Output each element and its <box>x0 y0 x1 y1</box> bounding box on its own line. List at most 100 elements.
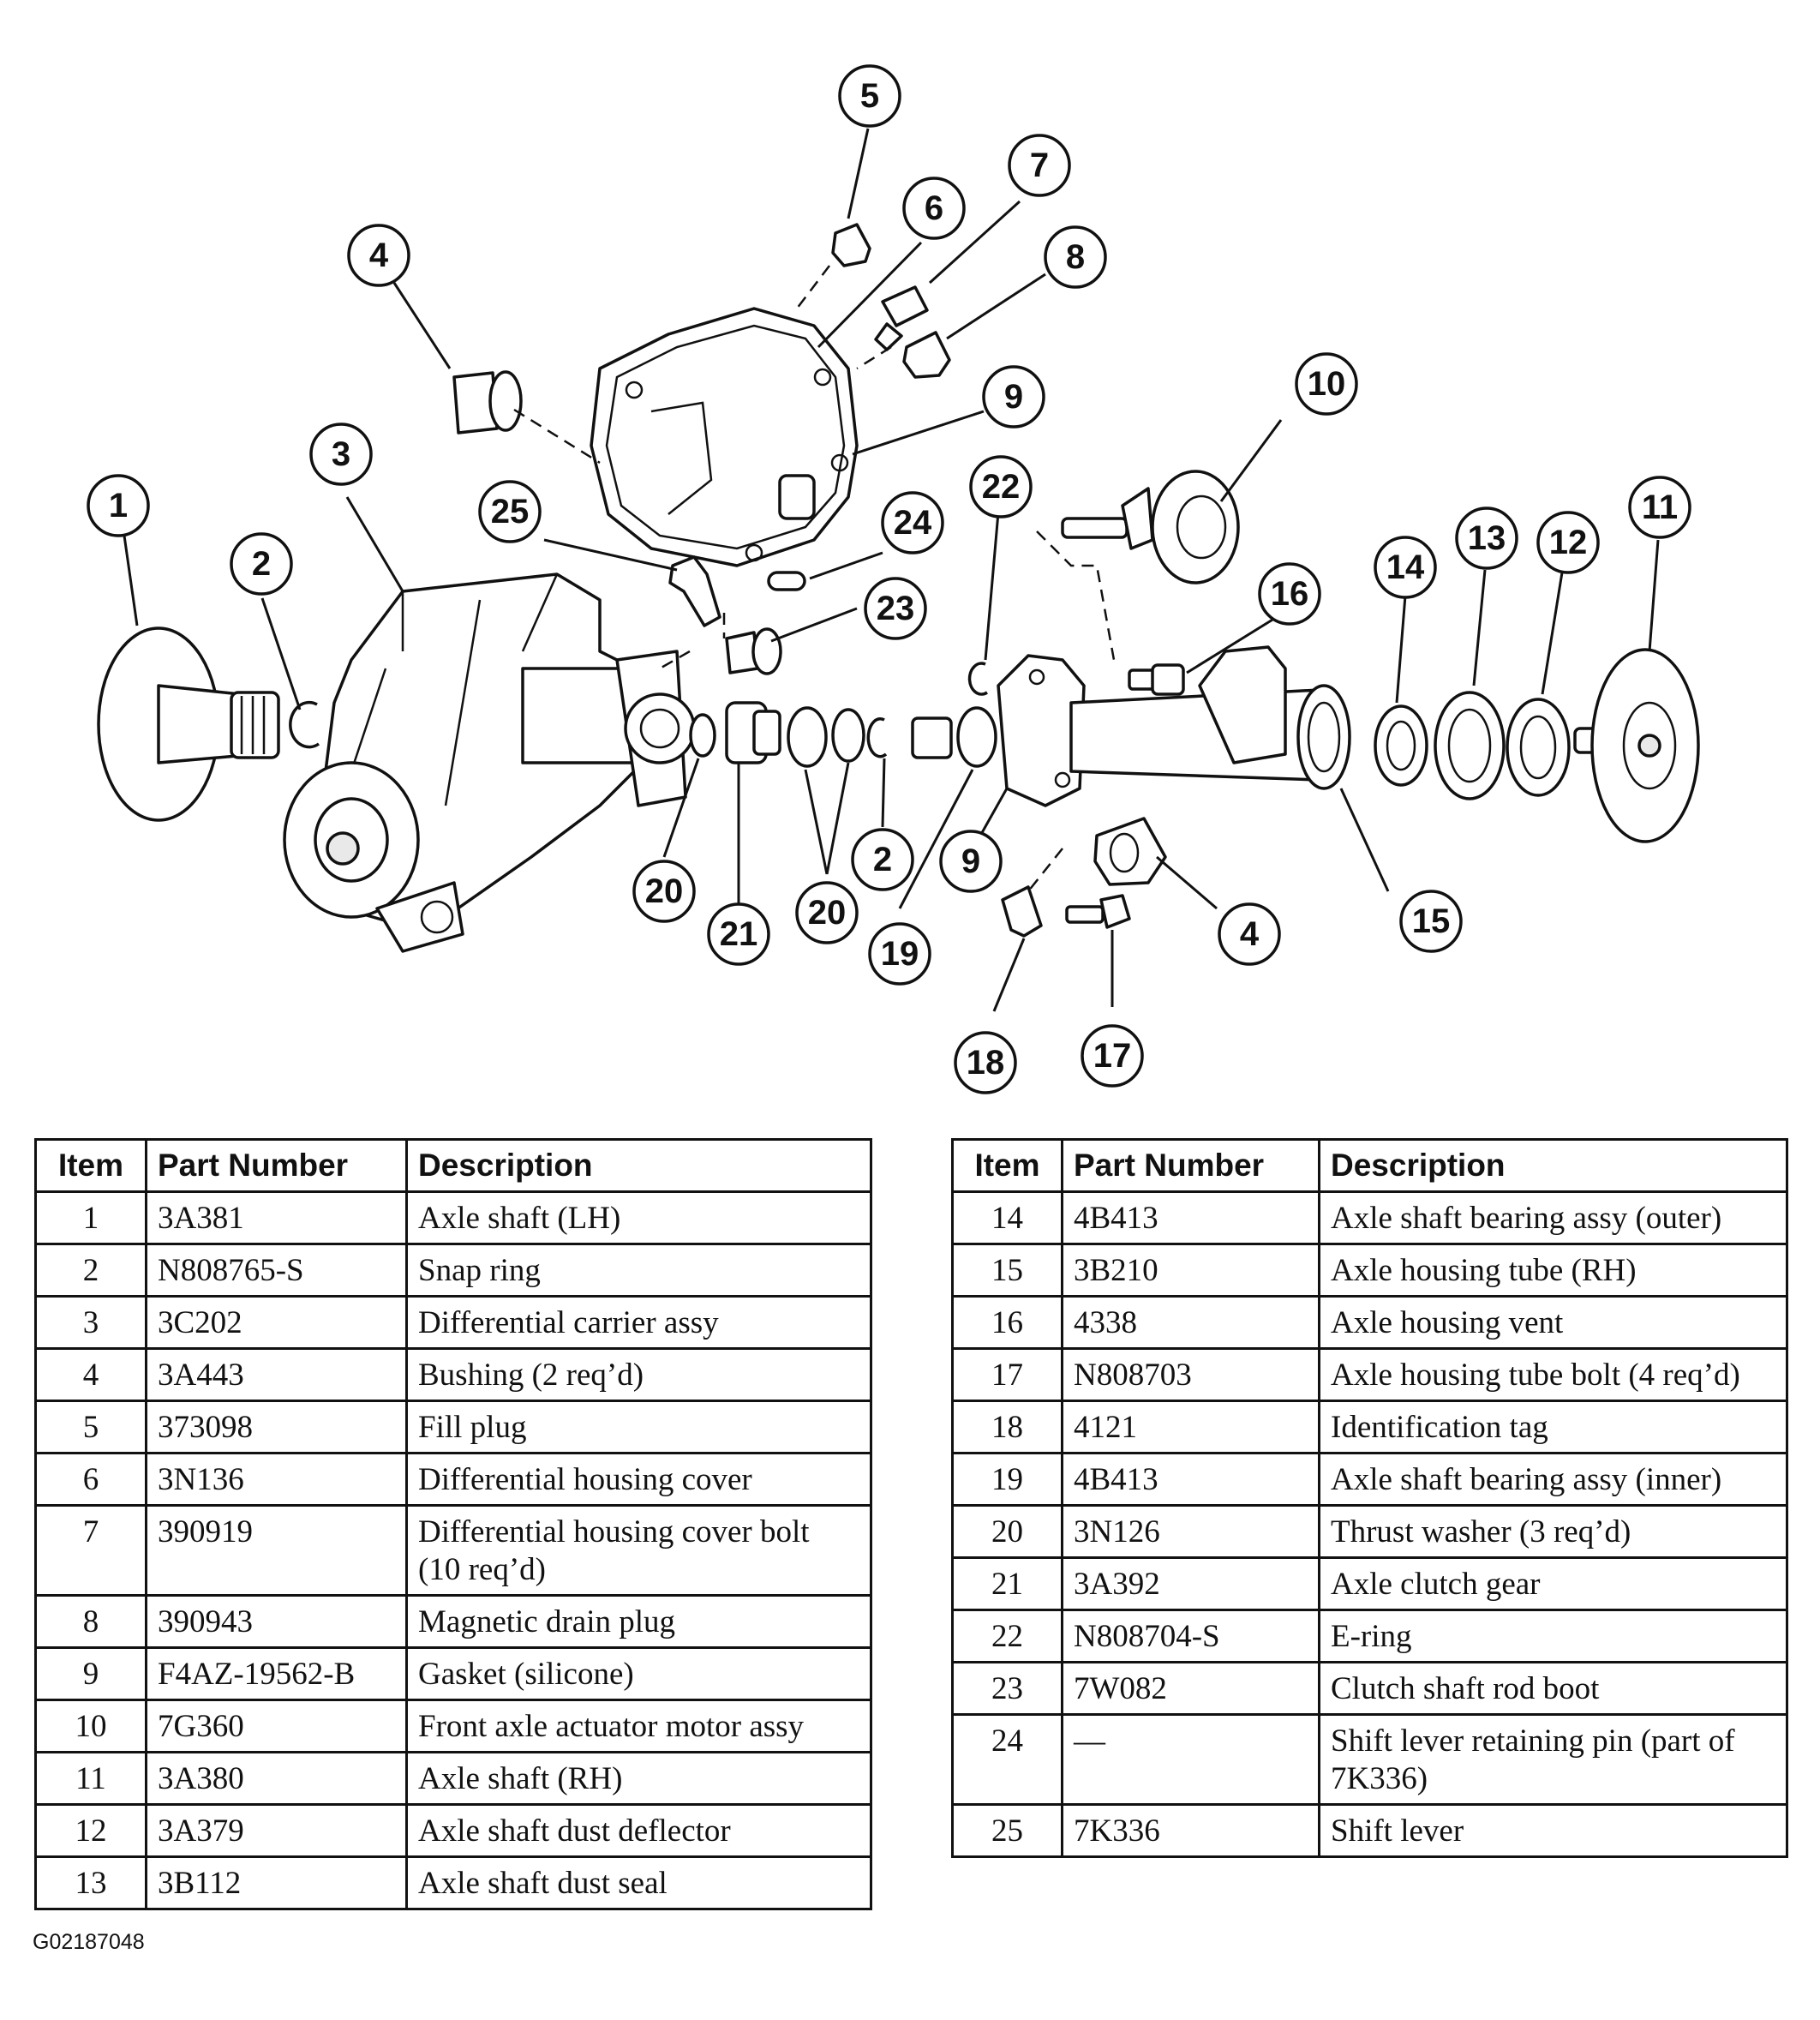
cell-description: Gasket (silicone) <box>405 1646 872 1701</box>
cell-part-number: 3A380 <box>145 1751 408 1806</box>
svg-text:10: 10 <box>1308 365 1346 403</box>
callout-7: 7 <box>1008 134 1071 197</box>
col-header-description: Description <box>1318 1138 1788 1193</box>
cell-item: 22 <box>951 1609 1063 1663</box>
callout-4-upper: 4 <box>347 224 410 287</box>
part-thrust-washer-1 <box>689 713 716 758</box>
part-rod-boot <box>725 627 782 675</box>
callout-1: 1 <box>87 474 150 537</box>
exploded-axle-diagram: 5 6 7 8 4 9 10 3 1 25 24 22 11 14 13 12 … <box>87 64 1700 1094</box>
callout-8: 8 <box>1044 225 1107 289</box>
cell-part-number: N808704-S <box>1061 1609 1320 1663</box>
cell-description: Clutch shaft rod boot <box>1318 1661 1788 1716</box>
col-header-item: Item <box>34 1138 147 1193</box>
part-axle-housing-tube <box>997 645 1351 807</box>
part-snap-ring-left <box>289 700 320 749</box>
callout-9-lower: 9 <box>939 830 1003 893</box>
col-header-part-number: Part Number <box>1061 1138 1320 1193</box>
part-housing-vent <box>1128 663 1185 696</box>
svg-text:17: 17 <box>1093 1037 1132 1075</box>
cell-part-number: 3A392 <box>1061 1556 1320 1611</box>
part-tube-bolt <box>1065 894 1131 929</box>
svg-text:4: 4 <box>369 237 389 274</box>
svg-text:6: 6 <box>925 189 943 227</box>
callout-14: 14 <box>1374 536 1437 599</box>
cell-item: 15 <box>951 1243 1063 1298</box>
cell-description: Shift lever <box>1318 1803 1788 1858</box>
callout-12: 12 <box>1536 511 1600 574</box>
cell-description: Axle housing vent <box>1318 1295 1788 1350</box>
cell-item: 11 <box>34 1751 147 1806</box>
part-differential-housing-cover <box>590 307 859 567</box>
cell-item: 8 <box>34 1594 147 1649</box>
cell-description: Snap ring <box>405 1243 872 1298</box>
cell-part-number: 390919 <box>145 1504 408 1597</box>
cell-item: 14 <box>951 1190 1063 1245</box>
callout-20-center: 20 <box>795 881 859 944</box>
cell-part-number: 373098 <box>145 1400 408 1454</box>
part-differential-carrier <box>283 572 696 953</box>
svg-text:16: 16 <box>1271 575 1309 613</box>
table-header-row: Item Part Number Description <box>34 1138 872 1193</box>
part-inner-bearing <box>956 706 997 768</box>
cell-part-number: — <box>1061 1713 1320 1806</box>
cell-description: Axle clutch gear <box>1318 1556 1788 1611</box>
svg-text:9: 9 <box>1004 378 1023 416</box>
svg-text:8: 8 <box>1066 238 1085 276</box>
cell-part-number: 3N126 <box>1061 1504 1320 1559</box>
callout-16: 16 <box>1258 562 1321 626</box>
cell-part-number: 3N136 <box>145 1452 408 1507</box>
cell-part-number: 3C202 <box>145 1295 408 1350</box>
cell-item: 9 <box>34 1646 147 1701</box>
part-thrust-washer-2 <box>787 706 828 768</box>
callout-4-lower: 4 <box>1218 902 1281 966</box>
svg-text:11: 11 <box>1642 489 1678 526</box>
svg-text:4: 4 <box>1240 915 1260 953</box>
svg-text:9: 9 <box>961 842 980 880</box>
col-header-item: Item <box>951 1138 1063 1193</box>
part-retaining-pin <box>767 571 806 591</box>
cell-description: Identification tag <box>1318 1400 1788 1454</box>
cell-description: Front axle actuator motor assy <box>405 1699 872 1753</box>
callout-21: 21 <box>707 902 770 966</box>
cell-part-number: N808703 <box>1061 1347 1320 1402</box>
cell-item: 3 <box>34 1295 147 1350</box>
cell-part-number: 3A379 <box>145 1803 408 1858</box>
callout-22: 22 <box>969 455 1033 518</box>
cell-item: 18 <box>951 1400 1063 1454</box>
svg-text:13: 13 <box>1468 519 1506 557</box>
cell-item: 23 <box>951 1661 1063 1716</box>
svg-text:7: 7 <box>1030 147 1049 184</box>
cell-description: E-ring <box>1318 1609 1788 1663</box>
part-actuator-motor <box>1061 470 1240 584</box>
callout-23: 23 <box>864 577 927 640</box>
svg-text:21: 21 <box>720 915 758 953</box>
cell-part-number: 3A381 <box>145 1190 408 1245</box>
table-row: 24—Shift lever retaining pin (part of 7K… <box>951 1713 1788 1806</box>
callout-2-left: 2 <box>230 532 293 596</box>
cell-part-number: 4B413 <box>1061 1190 1320 1245</box>
cell-description: Magnetic drain plug <box>405 1594 872 1649</box>
svg-text:15: 15 <box>1412 902 1451 940</box>
part-axle-shaft-rh <box>1573 648 1700 843</box>
cell-description: Fill plug <box>405 1400 872 1454</box>
cell-item: 19 <box>951 1452 1063 1507</box>
callout-17: 17 <box>1081 1024 1144 1088</box>
cell-description: Axle shaft bearing assy (outer) <box>1318 1190 1788 1245</box>
callout-18: 18 <box>954 1031 1017 1094</box>
